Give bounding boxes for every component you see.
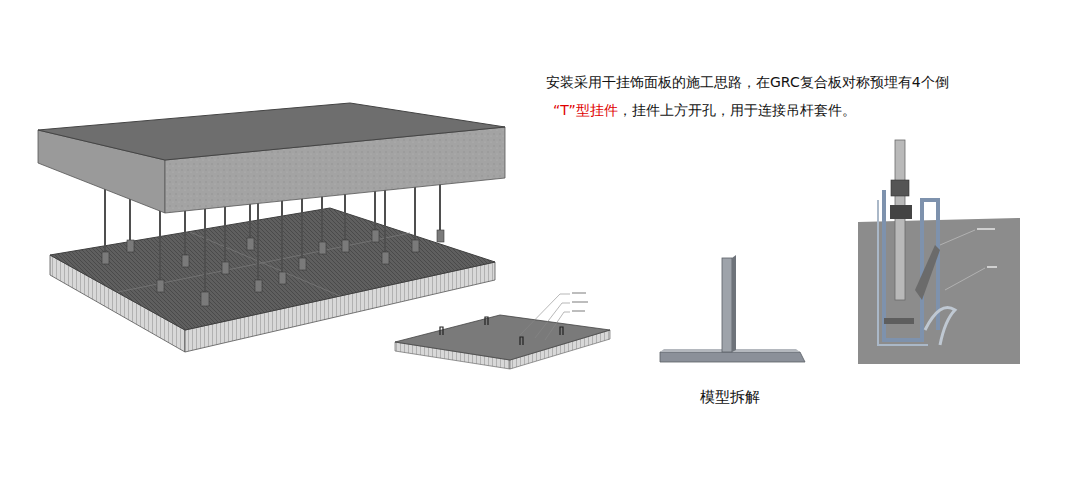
panel-model <box>395 292 610 369</box>
description-text: 安装采用干挂饰面板的施工思路，在GRC复合板对称预埋有4个倒 <box>546 74 949 91</box>
grc-panel <box>50 208 495 352</box>
hanger-clips <box>102 230 444 306</box>
detail-photo <box>858 140 1020 364</box>
concrete-slab <box>38 103 505 213</box>
t-hanger <box>660 255 805 362</box>
highlight-text: “T”型挂件 <box>553 102 618 119</box>
caption-text: 模型拆解 <box>700 388 760 406</box>
description-text: ，挂件上方开孔，用于连接吊杆套件。 <box>618 102 856 119</box>
